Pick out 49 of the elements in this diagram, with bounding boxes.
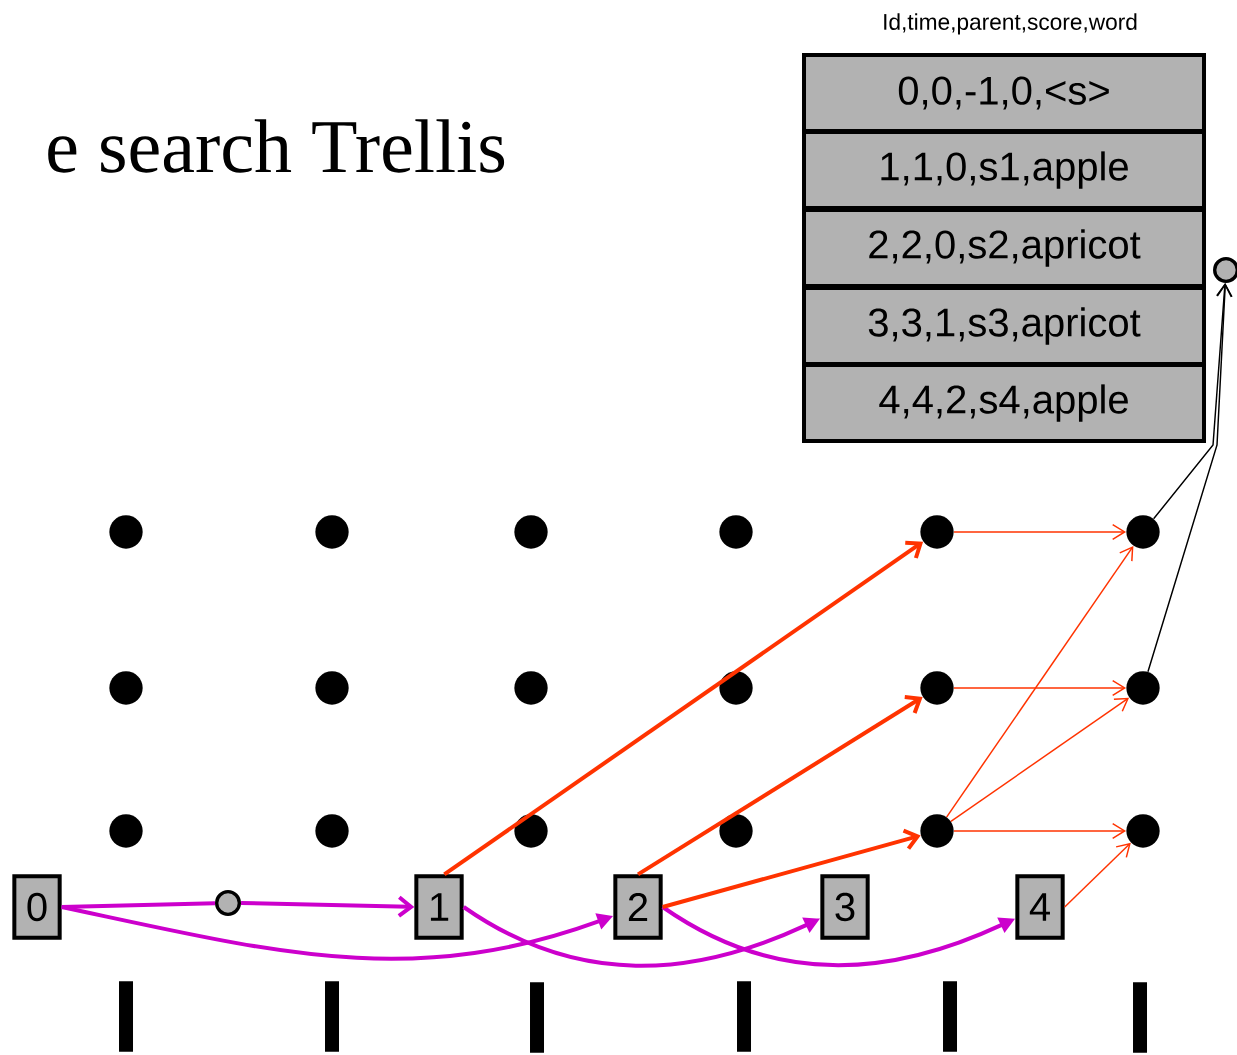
trellis-dot <box>514 814 548 848</box>
trellis-dot <box>719 814 753 848</box>
trellis-dot <box>1126 814 1160 848</box>
trellis-dot <box>109 671 143 705</box>
table-row: 4,4,2,s4,apple <box>802 363 1206 443</box>
numbered-box: 4 <box>1015 874 1065 940</box>
arrow <box>953 523 1127 541</box>
trellis-dot <box>1126 515 1160 549</box>
trellis-dot <box>109 814 143 848</box>
trellis-dot <box>920 814 954 848</box>
tick-bar <box>1133 982 1147 1053</box>
numbered-box: 0 <box>12 874 62 940</box>
tick-bar <box>737 981 751 1052</box>
numbered-box: 3 <box>820 874 870 940</box>
arrow <box>443 540 924 876</box>
table-row: 1,1,0,s1,apple <box>802 130 1206 210</box>
trellis-dot <box>109 515 143 549</box>
trellis-dot <box>920 515 954 549</box>
trellis-dot <box>315 515 349 549</box>
trellis-dot <box>719 515 753 549</box>
tick-bar <box>530 982 544 1053</box>
small-circle <box>1213 257 1237 283</box>
tick-bar <box>325 981 339 1052</box>
trellis-dot <box>719 671 753 705</box>
arrow <box>662 828 921 909</box>
numbered-box: 1 <box>414 874 464 940</box>
trellis-dot <box>315 671 349 705</box>
title: e search Trellis <box>48 119 505 173</box>
arrow <box>1152 282 1233 520</box>
arrow <box>636 695 923 877</box>
trellis-dot <box>514 515 548 549</box>
arrow <box>945 545 1134 818</box>
trellis-dot <box>920 671 954 705</box>
arrow <box>1063 842 1131 908</box>
arrow <box>1147 282 1233 673</box>
small-circle <box>215 890 241 916</box>
trellis-dot <box>1126 671 1160 705</box>
tick-bar <box>943 981 957 1052</box>
arrow <box>953 679 1127 697</box>
arrow <box>953 822 1127 840</box>
table-row: 3,3,1,s3,apricot <box>802 286 1206 366</box>
numbered-box: 2 <box>613 874 663 940</box>
tick-bar <box>119 981 133 1052</box>
arrow <box>240 895 415 918</box>
trellis-dot <box>514 671 548 705</box>
trellis-dot <box>315 814 349 848</box>
table-row: 2,2,0,s2,apricot <box>802 208 1206 288</box>
table-row: 0,0,-1,0,<s> <box>802 53 1206 133</box>
arrow <box>950 697 1130 823</box>
